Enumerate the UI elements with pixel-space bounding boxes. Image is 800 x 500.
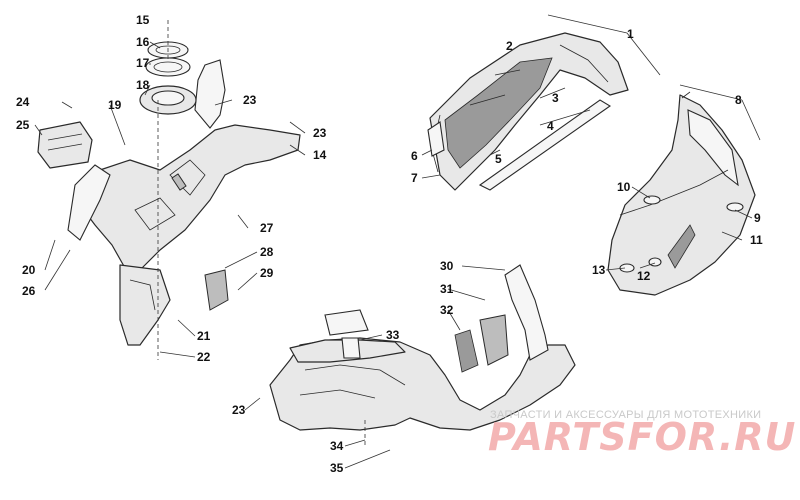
callout-3: 3 [552,91,559,105]
callout-18: 18 [136,78,150,92]
callout-7: 7 [411,171,418,185]
callout-26: 26 [22,284,36,298]
callout-29: 29 [260,266,274,280]
control-module [37,121,93,169]
callout-28: 28 [260,245,274,259]
callout-15: 15 [136,13,150,27]
callout-23-bottom: 23 [232,403,246,417]
callout-19: 19 [108,98,122,112]
callout-14: 14 [313,148,327,162]
callout-30: 30 [440,259,454,273]
callout-12: 12 [637,269,651,283]
side-panel-right-assembly [607,91,756,296]
belly-pan-assembly [269,264,576,431]
callout-27: 27 [260,221,274,235]
watermark-logo: PARTSFOR.RU [488,415,796,459]
callout-31: 31 [440,282,454,296]
callout-6: 6 [411,149,418,163]
leader-lines [34,14,761,469]
callout-1: 1 [627,27,634,41]
callout-16: 16 [136,35,150,49]
callout-4: 4 [547,119,554,133]
callout-11: 11 [750,233,763,247]
callout-21: 21 [197,329,211,343]
watermark-tagline: ЗАПЧАСТИ И АКСЕССУАРЫ ДЛЯ МОТОТЕХНИКИ [490,409,761,421]
center-console-assembly [67,59,301,346]
callout-9: 9 [754,211,761,225]
trim-strip [478,99,612,191]
callout-25: 25 [16,118,30,132]
callout-35: 35 [330,461,344,475]
callout-13: 13 [592,263,606,277]
callout-8: 8 [735,93,742,107]
callout-2: 2 [506,39,513,53]
callout-5: 5 [495,152,502,166]
callout-10: 10 [617,180,631,194]
callout-33: 33 [386,328,400,342]
callout-labels: 1 2 3 4 5 6 7 8 9 10 11 12 13 14 15 16 1… [16,13,763,475]
callout-17: 17 [136,56,150,70]
callout-22: 22 [197,350,211,364]
callout-23-right: 23 [313,126,327,140]
callout-34: 34 [330,439,344,453]
callout-24: 24 [16,95,30,109]
callout-32: 32 [440,303,454,317]
side-panel-left-assembly [427,32,629,191]
watermark: ЗАПЧАСТИ И АКСЕССУАРЫ ДЛЯ МОТОТЕХНИКИ PA… [488,409,796,459]
callout-23-top: 23 [243,93,257,107]
callout-20: 20 [22,263,36,277]
gauge-ring-stack [139,41,197,115]
